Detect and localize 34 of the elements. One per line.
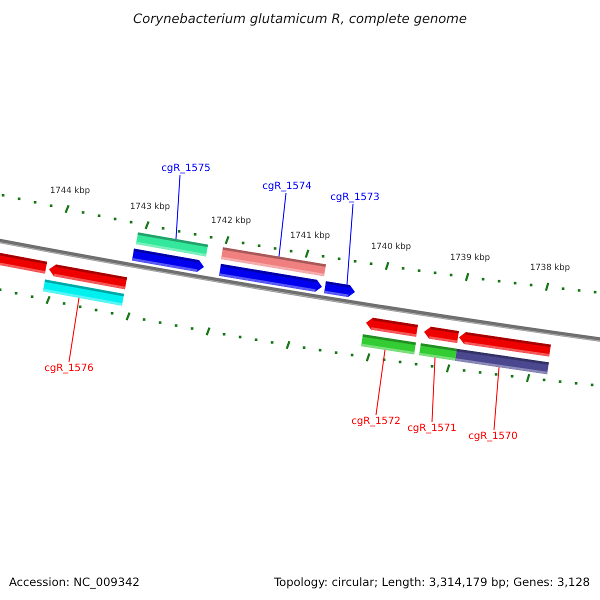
leader-line xyxy=(376,349,386,416)
gene-feature-bar xyxy=(0,251,48,274)
gene-label: cgR_1575 xyxy=(161,162,211,175)
leader-line xyxy=(432,357,436,422)
gene-feature-pointed xyxy=(424,326,459,343)
leader-line xyxy=(176,174,180,240)
genome-summary-text: Topology: circular; Length: 3,314,179 bp; Genes: 3,128 xyxy=(274,574,590,591)
gene-label: cgR_1576 xyxy=(44,362,94,375)
gene-feature-pointed xyxy=(324,281,355,297)
scale-label: 1740 kbp xyxy=(370,242,412,253)
gene-feature-bar xyxy=(42,279,124,306)
scale-label: 1738 kbp xyxy=(530,263,570,274)
leader-line xyxy=(278,192,286,258)
gene-feature-pointed xyxy=(366,318,418,337)
gene-feature-bar xyxy=(455,348,549,374)
leader-line xyxy=(346,204,354,286)
title: Corynebacterium glutamicum R, complete genome xyxy=(132,11,468,29)
gene-label: cgR_1570 xyxy=(468,430,518,443)
leader-line xyxy=(494,366,500,430)
gene-feature-bar xyxy=(361,334,416,354)
gene-feature-pointed xyxy=(219,264,322,292)
scale-label: 1743 kbp xyxy=(130,202,170,213)
gene-feature-bar xyxy=(419,343,457,361)
gene-feature-bar xyxy=(136,232,208,256)
scale-label: 1741 kbp xyxy=(290,231,330,242)
gene-label: cgR_1572 xyxy=(351,415,401,428)
leader-line xyxy=(68,297,80,362)
scale-label: 1742 kbp xyxy=(210,216,252,227)
scale-label: 1744 kbp xyxy=(50,186,90,197)
gene-label: cgR_1571 xyxy=(407,422,457,435)
accession-text: Accession: NC_009342 xyxy=(9,574,140,591)
scale-label: 1739 kbp xyxy=(450,253,490,264)
gene-label: cgR_1574 xyxy=(262,180,312,193)
gene-label: cgR_1573 xyxy=(330,191,380,204)
